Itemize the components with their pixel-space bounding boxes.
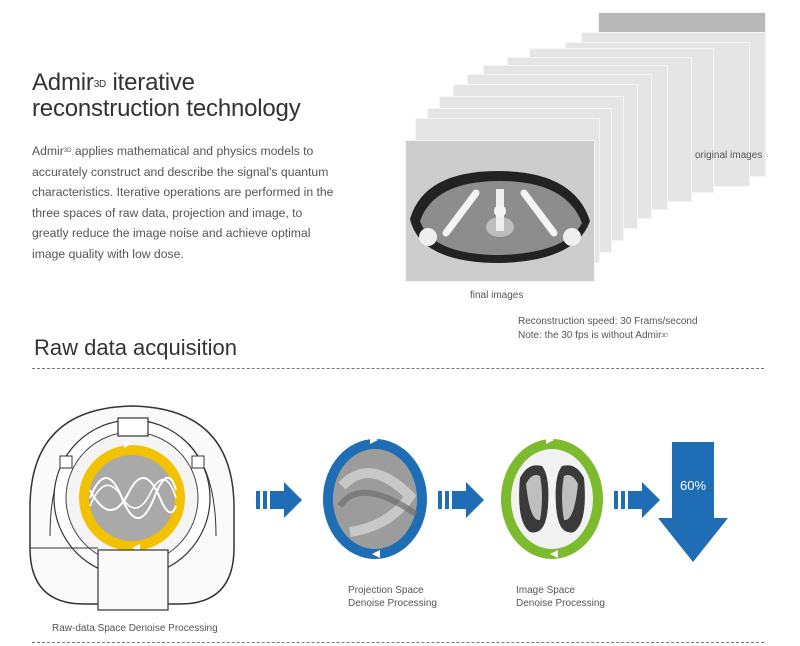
bottom-divider <box>32 642 764 643</box>
page-title: Admir3D iterative reconstruction technol… <box>32 70 301 122</box>
title-sup: 3D <box>93 79 107 90</box>
section-title: Raw data acquisition <box>34 335 238 360</box>
raw-data-step-label: Raw-data Space Denoise Processing <box>52 623 218 634</box>
title-rest: iterative <box>106 69 195 96</box>
title-line2: reconstruction technology <box>32 95 301 122</box>
intro-brand: Admir <box>32 144 64 158</box>
ct-final-image <box>406 141 594 281</box>
speed-note: Reconstruction speed: 30 Frams/second No… <box>518 315 698 343</box>
arrow-right-icon <box>614 482 660 518</box>
speed-note-line2: Note: the 30 fps is without Admir3D <box>518 329 698 343</box>
projection-label-line1: Projection Space <box>348 585 424 596</box>
speed-note-line1: Reconstruction speed: 30 Frams/second <box>518 316 698 327</box>
ct-slice-final <box>405 140 595 282</box>
projection-space-icon <box>323 436 427 559</box>
ct-scanner-illustration <box>29 405 235 611</box>
speed-note-line2-text: Note: the 30 fps is without Admir <box>518 330 662 341</box>
arrow-down-icon <box>658 442 728 562</box>
intro-paragraph: Admir3D applies mathematical and physics… <box>32 141 342 264</box>
image-space-icon <box>501 436 603 559</box>
ct-image-stack <box>405 12 799 287</box>
projection-label-line2: Denoise Processing <box>348 598 437 609</box>
image-label-line2: Denoise Processing <box>516 598 605 609</box>
original-images-caption: original images <box>695 150 763 161</box>
image-step-label: Image Space Denoise Processing <box>516 584 605 610</box>
arrow-right-icon <box>438 482 484 518</box>
intro-text: applies mathematical and physics models … <box>32 144 334 261</box>
arrow-right-icon <box>256 482 302 518</box>
title-brand: Admir <box>32 69 94 96</box>
section-divider <box>32 368 764 369</box>
intro-sup: 3D <box>63 148 72 154</box>
projection-step-label: Projection Space Denoise Processing <box>348 584 437 610</box>
final-images-caption: final images <box>470 290 524 301</box>
image-label-line1: Image Space <box>516 585 575 596</box>
speed-note-sup: 3D <box>661 333 668 339</box>
dose-reduction-value: 60% <box>679 478 707 493</box>
